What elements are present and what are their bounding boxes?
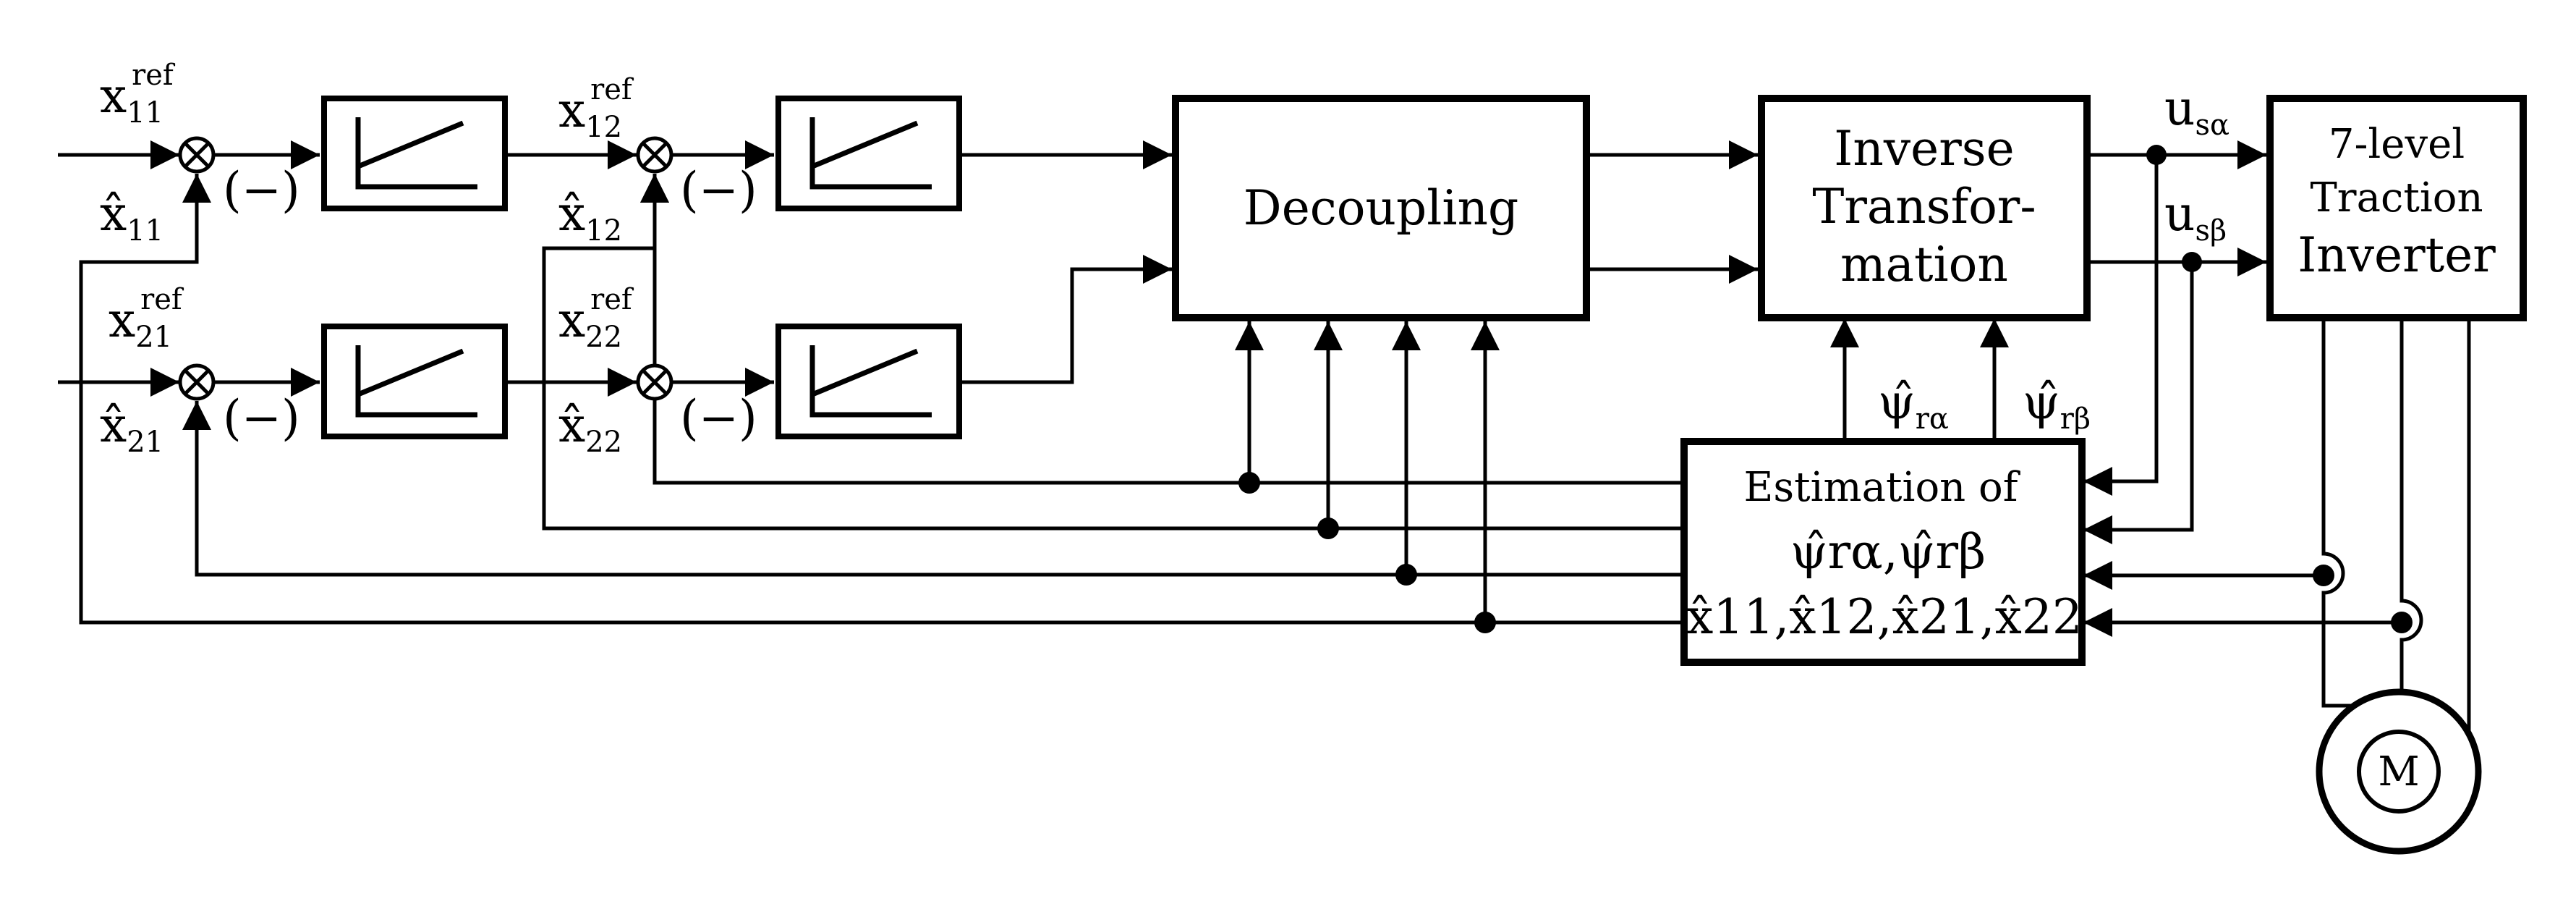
psi-alpha-label: ψ̂rα xyxy=(1878,374,1949,436)
controller-block-x12 xyxy=(775,96,962,211)
minus-sign-1: (−) xyxy=(223,162,300,218)
minus-sign-4: (−) xyxy=(680,390,757,446)
sum-junction-x11 xyxy=(178,136,216,174)
x22-hat-feedback xyxy=(640,174,1682,485)
controller-block-x22 xyxy=(775,324,962,439)
inverse-transformation-line-3: mation xyxy=(1840,237,2008,292)
inverse-transformation-line-2: Transfor- xyxy=(1812,179,2036,235)
controller-block-x11 xyxy=(321,96,508,211)
x21-hat-feedback xyxy=(182,401,1682,577)
traction-inverter-block xyxy=(2266,95,2527,321)
x11-hat-label: x̂11 xyxy=(100,186,163,248)
x12-hat-label: x̂12 xyxy=(558,186,622,248)
estimation-line-3: x̂11,x̂12,x̂21,x̂22 xyxy=(1686,589,2083,645)
x22-hat-label: x̂22 xyxy=(558,397,622,459)
u-s-beta-feedback xyxy=(2083,262,2194,544)
decoupling-block xyxy=(1172,95,1590,321)
controller-block-x21 xyxy=(321,324,508,439)
sum-junction-x21 xyxy=(178,363,216,401)
u-s-alpha-label: usα xyxy=(2164,80,2229,142)
motor-symbol xyxy=(2316,688,2482,855)
x12-hat-feedback xyxy=(542,174,1682,531)
u-s-alpha-feedback xyxy=(2083,155,2159,496)
minus-sign-3: (−) xyxy=(223,390,300,446)
motor-label: M xyxy=(2378,748,2419,795)
inverter-line-2: Traction xyxy=(2310,174,2483,221)
x22-ref-label: x22ref xyxy=(558,283,634,354)
inverse-transformation-line-1: Inverse xyxy=(1834,121,2014,177)
motor-phase-a xyxy=(2321,321,2363,708)
x21-ref-label: x21ref xyxy=(109,283,184,354)
x21-hat-label: x̂21 xyxy=(100,397,163,459)
minus-sign-2: (−) xyxy=(680,162,757,218)
x12-ref-label: x12ref xyxy=(558,73,634,144)
u-s-beta-label: usβ xyxy=(2164,186,2227,248)
sum-junction-x12 xyxy=(636,136,673,174)
estimation-block xyxy=(1680,438,2086,666)
motor-phase-b xyxy=(2381,321,2423,708)
inverter-line-3: Inverter xyxy=(2297,227,2496,283)
inverse-transformation-block xyxy=(1758,95,2091,321)
estimation-line-1: Estimation of xyxy=(1744,464,2021,511)
inverter-line-1: 7-level xyxy=(2329,121,2465,168)
line-ctrl4-to-decoupling xyxy=(962,255,1172,384)
decoupling-label: Decoupling xyxy=(1244,180,1518,236)
x11-ref-label: x11ref xyxy=(100,59,176,130)
junction-dots xyxy=(1238,145,2413,633)
estimation-line-2: ψ̂rα,ψ̂rβ xyxy=(1790,524,1986,580)
psi-beta-label: ψ̂rβ xyxy=(2023,374,2091,436)
sum-junction-x22 xyxy=(636,363,673,401)
x11-hat-feedback xyxy=(79,174,1682,625)
